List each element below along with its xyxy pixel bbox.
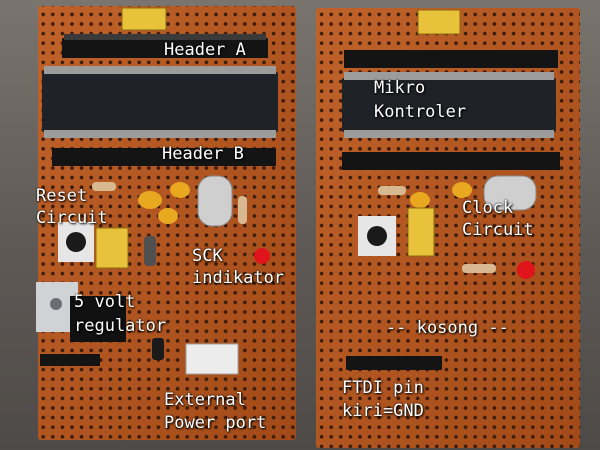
left-diode: [144, 236, 156, 266]
right-chip-top-pins: [344, 72, 554, 80]
label-mikro-line2: Kontroler: [374, 102, 467, 122]
label-regulator-line2: regulator: [74, 316, 167, 336]
label-mikro-line1: Mikro: [374, 78, 426, 98]
right-board: [316, 8, 580, 448]
right-ftdi-header: [346, 356, 442, 370]
right-ceramic-cap-2: [410, 192, 430, 208]
label-sck-line2: indikator: [192, 268, 285, 288]
label-external-line2: Power port: [164, 413, 267, 433]
right-header-bottom: [342, 152, 560, 170]
label-kosong: -- kosong --: [386, 318, 509, 338]
left-power-port: [185, 343, 239, 375]
left-ceramic-cap-3: [170, 182, 190, 198]
right-chip-bottom-pins: [344, 130, 554, 138]
right-led-resistor: [462, 264, 496, 273]
right-crystal: [483, 175, 537, 211]
left-header-b: [52, 148, 276, 166]
label-reset-line2: Circuit: [36, 208, 108, 228]
label-sck-line1: SCK: [192, 246, 223, 266]
left-sck-led: [254, 248, 270, 264]
left-ceramic-cap-2: [158, 208, 178, 224]
label-clock-line1: Clock: [462, 198, 514, 218]
left-chip-bottom-pins: [44, 130, 276, 138]
right-top-capacitor: [417, 9, 461, 35]
left-microcontroller-chip: [42, 72, 278, 132]
left-chip-top-pins: [44, 66, 276, 74]
left-sck-resistor: [238, 196, 247, 224]
label-regulator-line1: 5 volt: [74, 292, 136, 312]
label-ftdi-line1: FTDI pin: [342, 378, 424, 398]
left-reset-capacitor: [95, 227, 129, 269]
label-external-line1: External: [164, 390, 246, 410]
right-ceramic-cap-1: [452, 182, 472, 198]
right-capacitor: [407, 207, 435, 257]
left-reg-capacitor: [152, 338, 164, 360]
right-resistor-1: [378, 186, 406, 195]
label-header-b: Header B: [162, 144, 244, 164]
left-board: [36, 6, 296, 440]
right-header-top: [344, 50, 558, 68]
left-ceramic-cap-1: [138, 191, 162, 209]
left-bottom-header: [40, 354, 100, 366]
label-reset-line1: Reset: [36, 186, 88, 206]
left-reset-resistor: [92, 182, 116, 191]
left-regulator-body: [70, 296, 126, 342]
left-header-a: [62, 38, 268, 58]
label-clock-line2: Circuit: [462, 220, 534, 240]
left-reset-button: [66, 232, 86, 252]
right-led: [517, 261, 535, 279]
label-ftdi-line2: kiri=GND: [342, 401, 424, 421]
left-header-a-pins: [64, 34, 266, 40]
right-reset-button: [367, 226, 387, 246]
left-top-capacitor: [121, 7, 167, 31]
left-crystal: [197, 175, 233, 227]
label-header-a: Header A: [164, 40, 246, 60]
right-microcontroller-chip: [342, 78, 556, 132]
left-regulator-hole: [50, 298, 62, 310]
